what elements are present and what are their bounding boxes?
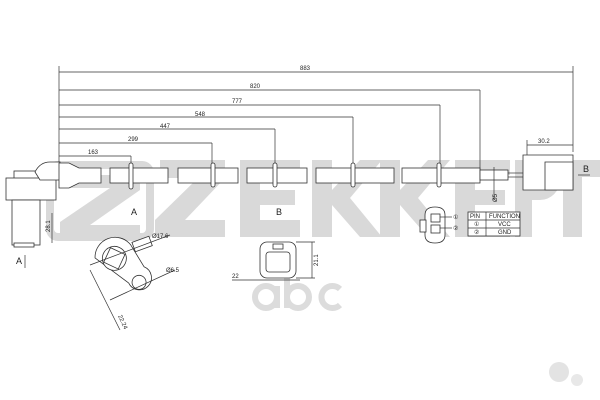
dim-163: 163 — [88, 150, 99, 156]
dim-connector-length: 30.2 — [538, 139, 550, 145]
mount-view-a — [94, 235, 153, 291]
view-b-label: B — [276, 207, 282, 217]
sensor-body: 28.1 — [5, 161, 61, 248]
dim-hole-large: Ø17.6 — [152, 234, 169, 240]
pin-table-header-pin: PIN — [470, 214, 480, 220]
dim-299: 299 — [128, 137, 139, 143]
length-dimensions — [58, 66, 574, 180]
view-a-label: A — [131, 207, 137, 217]
dim-883: 883 — [300, 66, 311, 72]
dim-mount-distance: 22.24 — [116, 314, 128, 331]
view-b-arrow-label: B — [583, 164, 589, 174]
view-a-arrow-label: A — [16, 256, 22, 266]
dim-cable-diameter: Ø5 — [493, 193, 499, 202]
pin-table-header-function: FUNCTION — [489, 214, 520, 220]
cable: Ø5 — [58, 162, 523, 202]
pin-callout-2: ② — [453, 225, 458, 232]
dim-777: 777 — [232, 99, 243, 105]
avito-watermark — [252, 275, 583, 386]
dim-connector-height: 21.1 — [314, 254, 320, 266]
connector-side — [522, 154, 590, 191]
dim-sensor-height: 28.1 — [46, 220, 52, 232]
dim-820: 820 — [250, 84, 261, 90]
pin-table-function-2: GND — [498, 230, 512, 236]
pin-table — [467, 211, 521, 237]
dim-connector-width: 22 — [232, 274, 239, 280]
dim-548: 548 — [195, 112, 206, 118]
dim-447: 447 — [160, 124, 171, 130]
dim-hole-small: Ø6.5 — [166, 268, 180, 274]
pin-table-function-1: VCC — [498, 222, 511, 228]
pin-table-pin-2: ② — [474, 229, 479, 236]
connector-face-view: 21.1 22 — [232, 241, 320, 281]
connector-pin-view — [419, 206, 452, 244]
pin-callout-1: ① — [453, 214, 458, 221]
pin-table-pin-1: ① — [474, 221, 479, 228]
